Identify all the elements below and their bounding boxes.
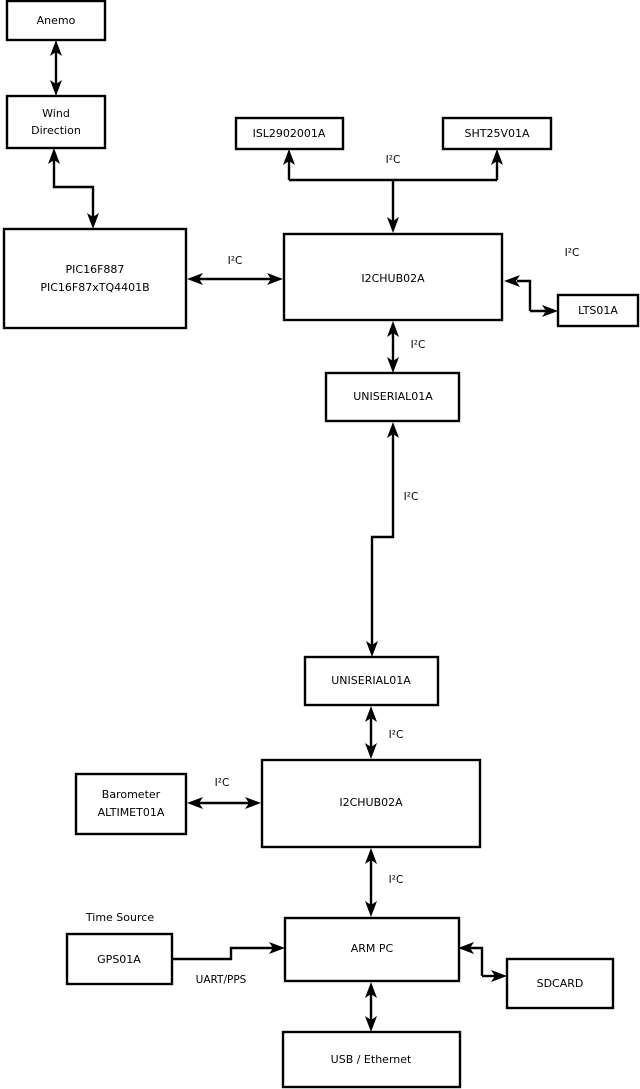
node-barometer-label-line1: Barometer [102,788,161,801]
arrow-head-up [48,148,60,164]
arrow-head-up [387,422,399,438]
arrow-head-up [50,40,62,56]
node-sdcard-box[interactable] [505,957,615,1010]
edge-winddirection-pic [48,148,99,229]
edge-pic-hubtop: I²C [187,255,283,285]
arrow-head-right [269,942,285,954]
node-sdcard[interactable]: SDCARD [505,957,615,1010]
edge-barometer-hubbottom: I²C [187,777,261,809]
edge-label-i2c-hub-uniserial: I²C [411,339,426,351]
arrow-head-left [504,275,520,287]
node-uniserial01a-bottom-box[interactable] [303,655,440,707]
node-lts01a-box[interactable] [556,293,640,328]
node-arm-pc-box[interactable] [283,916,461,983]
edge-uniserial-link: I²C [366,422,418,657]
node-lts01a[interactable]: LTS01A [556,293,640,328]
arrow-head-left [187,273,203,285]
arrow-head-up [283,149,295,165]
edge-hubtop-lts: I²C [504,247,579,317]
arrow-head-right [491,970,507,982]
node-anemo-label: Anemo [37,14,76,27]
node-isl2902001a-label: ISL2902001A [253,127,326,140]
arrow-head-down [87,213,99,229]
node-i2chub02a-top[interactable]: I2CHUB02A [282,232,504,322]
arrow-head-up [365,706,377,722]
node-wind-direction-label-line2: Direction [31,124,81,137]
node-uniserial01a-top-box[interactable] [324,371,461,423]
node-barometer[interactable]: Barometer ALTIMET01A [74,772,188,836]
arrow-head-down [387,217,399,233]
edge-label-i2c-hub-armpc: I²C [389,874,404,886]
arrow-head-down [50,80,62,96]
node-lts01a-label: LTS01A [578,304,618,317]
edge-label-i2c-pic-hub: I²C [228,255,243,267]
node-usb-ethernet-box[interactable] [281,1030,462,1089]
edge-hubtop-sensors: I²C [283,149,503,233]
node-uniserial01a-top-label: UNISERIAL01A [353,390,433,403]
node-pic-mcu-label-line2: PIC16F87xTQ4401B [40,281,149,294]
node-wind-direction-label-line1: Wind [42,107,70,120]
edge-label-uart-pps: UART/PPS [196,974,247,986]
node-usb-ethernet[interactable]: USB / Ethernet [281,1030,462,1089]
edge-label-i2c-uniserial-link: I²C [404,491,419,503]
edge-armpc-usbethernet [365,982,377,1032]
node-sht25v01a-box[interactable] [441,116,553,151]
node-gps01a-box[interactable] [65,932,174,986]
arrow-head-right [267,273,283,285]
node-i2chub02a-bottom-label: I2CHUB02A [339,796,403,809]
edge-gps-armpc: UART/PPS [172,942,285,986]
edge-label-i2c-top-sensors: I²C [386,154,401,166]
node-pic-mcu-box[interactable] [2,227,188,330]
node-i2chub02a-bottom-box[interactable] [260,758,482,849]
node-uniserial01a-bottom-label: UNISERIAL01A [331,674,411,687]
edge-label-i2c-hub-lts: I²C [565,247,580,259]
node-pic-mcu-label-line1: PIC16F887 [66,263,125,276]
edge-hubtop-uniserialtop: I²C [387,321,425,373]
edge-label-i2c-barometer-hub: I²C [215,777,230,789]
arrow-head-left [187,797,203,809]
edge-uniserialbottom-hubbottom: I²C [365,706,403,759]
arrow-head-up [387,321,399,337]
node-wind-direction-box[interactable] [5,94,107,150]
node-gps01a-label: GPS01A [97,953,141,966]
node-barometer-box[interactable] [74,772,188,836]
node-anemo-box[interactable] [5,0,107,42]
node-isl2902001a[interactable]: ISL2902001A [234,116,345,151]
arrow-head-left [458,942,474,954]
node-barometer-label-line2: ALTIMET01A [98,806,165,819]
arrow-head-up [365,982,377,998]
arrow-head-down [366,641,378,657]
node-sht25v01a-label: SHT25V01A [464,127,529,140]
arrow-head-down [387,357,399,373]
node-isl2902001a-box[interactable] [234,116,345,151]
edge-hubbottom-armpc: I²C [365,848,403,917]
arrow-head-down [365,1016,377,1032]
arrow-head-down [365,901,377,917]
node-gps01a[interactable]: GPS01A [65,932,174,986]
label-time-source: Time Source [85,911,154,924]
node-arm-pc-label: ARM PC [351,942,394,955]
node-usb-ethernet-label: USB / Ethernet [331,1053,412,1066]
arrow-head-up [365,848,377,864]
node-uniserial01a-top[interactable]: UNISERIAL01A [324,371,461,423]
edge-anemo-winddirection [50,40,62,96]
arrow-head-right [542,305,558,317]
node-pic-mcu[interactable]: PIC16F887 PIC16F87xTQ4401B [2,227,188,330]
edge-armpc-sdcard [458,942,507,982]
node-uniserial01a-bottom[interactable]: UNISERIAL01A [303,655,440,707]
node-sht25v01a[interactable]: SHT25V01A [441,116,553,151]
edge-label-i2c-uniserial-hub-bottom: I²C [389,729,404,741]
node-i2chub02a-bottom[interactable]: I2CHUB02A [260,758,482,849]
arrow-head-down [365,743,377,759]
node-wind-direction[interactable]: Wind Direction [5,94,107,150]
node-i2chub02a-top-box[interactable] [282,232,504,322]
node-sdcard-label: SDCARD [537,977,584,990]
node-arm-pc[interactable]: ARM PC [283,916,461,983]
arrow-head-up [491,149,503,165]
node-i2chub02a-top-label: I2CHUB02A [361,272,425,285]
node-anemo[interactable]: Anemo [5,0,107,42]
arrow-head-right [245,797,261,809]
